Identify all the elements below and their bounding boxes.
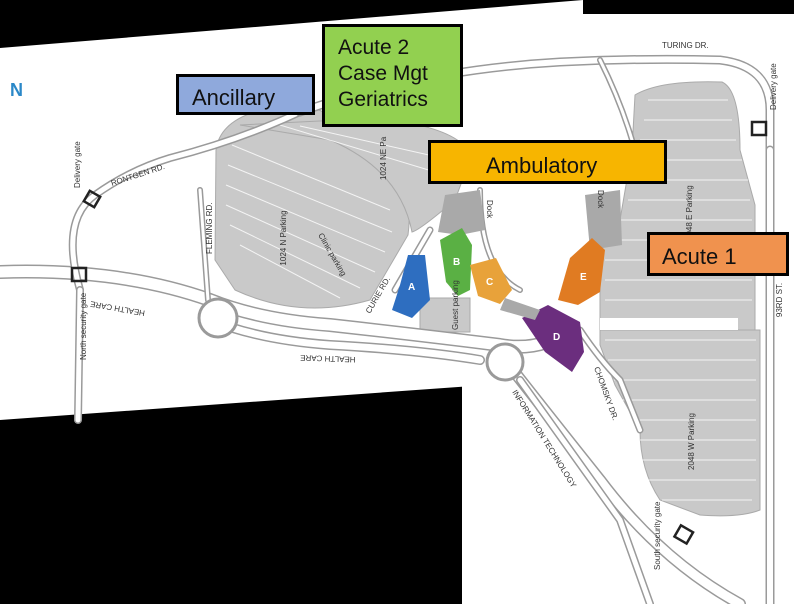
callout-ambulatory: Ambulatory [428,140,667,184]
road-label-93rd: 93RD ST. [775,283,784,317]
callout-acute1-label: Acute 1 [662,244,737,269]
building-b-label: B [453,257,460,268]
south-security-gate-icon [672,523,695,546]
dock-area-east [585,190,622,250]
building-a [392,255,430,318]
parking-lot-2048-w [599,329,761,517]
north-security-gate-icon [70,266,88,283]
gate-label-delivery-right: Delivery gate [769,63,778,110]
road-label-fleming: FLEMING RD. [205,202,214,254]
callout-acute2-line-1: Acute 2 [338,36,410,59]
delivery-gate-left-icon [82,189,102,209]
building-c-label: C [486,277,493,288]
parking-label-guest: Guest parking [451,280,460,330]
gate-label-delivery-left: Delivery gate [73,141,82,188]
black-frame-bottom-left [0,420,462,604]
gate-label-south-security: South security gate [653,501,662,570]
callout-ambulatory-label: Ambulatory [486,153,598,178]
parking-aisle-gap [600,318,738,330]
building-e-label: E [580,272,587,283]
building-e [558,238,605,305]
building-connector [500,298,540,320]
building-d-label: D [553,332,560,343]
dock-label-west: Dock [485,200,494,219]
parking-label-1024-ne: 1024 NE Pa [379,136,388,180]
callout-acute2-line-3: Geriatrics [338,88,428,111]
roundabout-center [485,342,525,382]
parking-label-2048-w: 2048 W Parking [687,413,696,470]
roundabout-west [197,297,239,339]
parking-stall-lines [225,99,756,501]
building-d [522,305,584,372]
parking-label-2048-e: 2048 E Parking [685,185,694,240]
callout-acute2-line-2: Case Mgt [338,62,428,85]
road-label-turing: TURING DR. [662,41,709,50]
parking-lot-guest [419,297,471,333]
dock-label-east: Dock [596,190,605,209]
callout-acute1: Acute 1 [647,232,789,276]
building-b [440,228,472,296]
parking-lot-1024-ne [239,117,471,233]
callout-acute2: Acute 2 Case Mgt Geriatrics [322,24,463,127]
callout-ancillary: Ancillary [176,74,315,115]
building-a-label: A [408,282,415,293]
delivery-gate-right-icon [750,120,768,137]
north-arrow-letter: N [10,80,23,100]
road-label-health-care-2: HEALTH CARE [300,353,356,364]
callout-ancillary-label: Ancillary [192,85,276,110]
parking-label-1024-n: 1024 N Parking [279,210,288,265]
gate-label-north-security: North security gate [79,292,88,360]
building-c [470,258,512,304]
dock-area-west [438,190,485,235]
road-network [0,54,775,604]
